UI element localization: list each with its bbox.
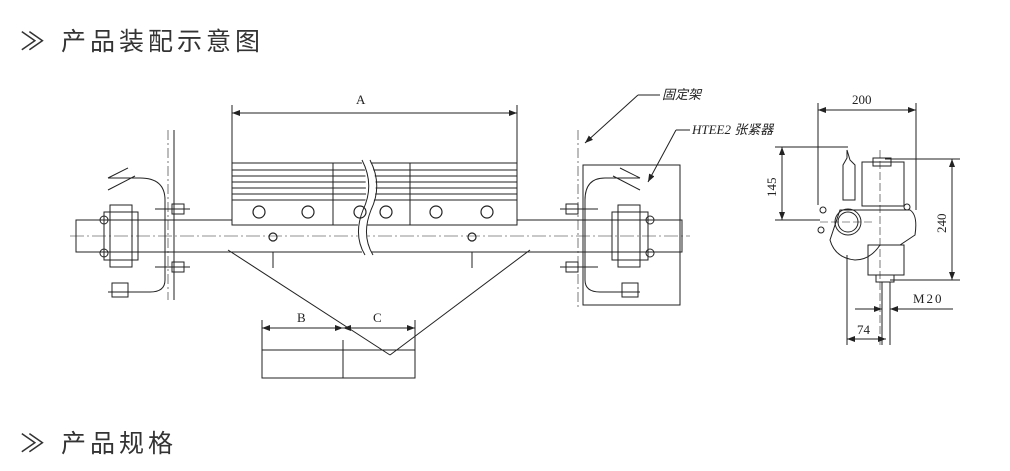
dim-a-label: A bbox=[356, 92, 366, 107]
dim-c-label: C bbox=[373, 310, 382, 325]
dim-74-label: 74 bbox=[857, 322, 871, 337]
left-tensioner-bracket bbox=[99, 130, 190, 300]
cleaner-blade-assembly bbox=[231, 158, 518, 268]
tensioner-callout: HTEE2 张紧器 bbox=[691, 122, 774, 137]
dim-145-label: 145 bbox=[764, 178, 779, 198]
dim-m20-label: M20 bbox=[913, 291, 944, 306]
section-heading-assembly: ≫ 产品装配示意图 bbox=[20, 27, 264, 56]
side-view-dimensions bbox=[775, 103, 960, 345]
section-heading-spec: ≫ 产品规格 bbox=[20, 429, 177, 458]
right-tensioner-bracket bbox=[560, 130, 681, 310]
fixed-frame-callout: 固定架 bbox=[662, 87, 703, 102]
side-view bbox=[817, 149, 917, 345]
dim-240-label: 240 bbox=[934, 214, 949, 234]
dim-200-label: 200 bbox=[852, 92, 872, 107]
dimension-a bbox=[231, 105, 518, 163]
dim-b-label: B bbox=[297, 310, 306, 325]
blade-section-b-c bbox=[227, 249, 531, 379]
